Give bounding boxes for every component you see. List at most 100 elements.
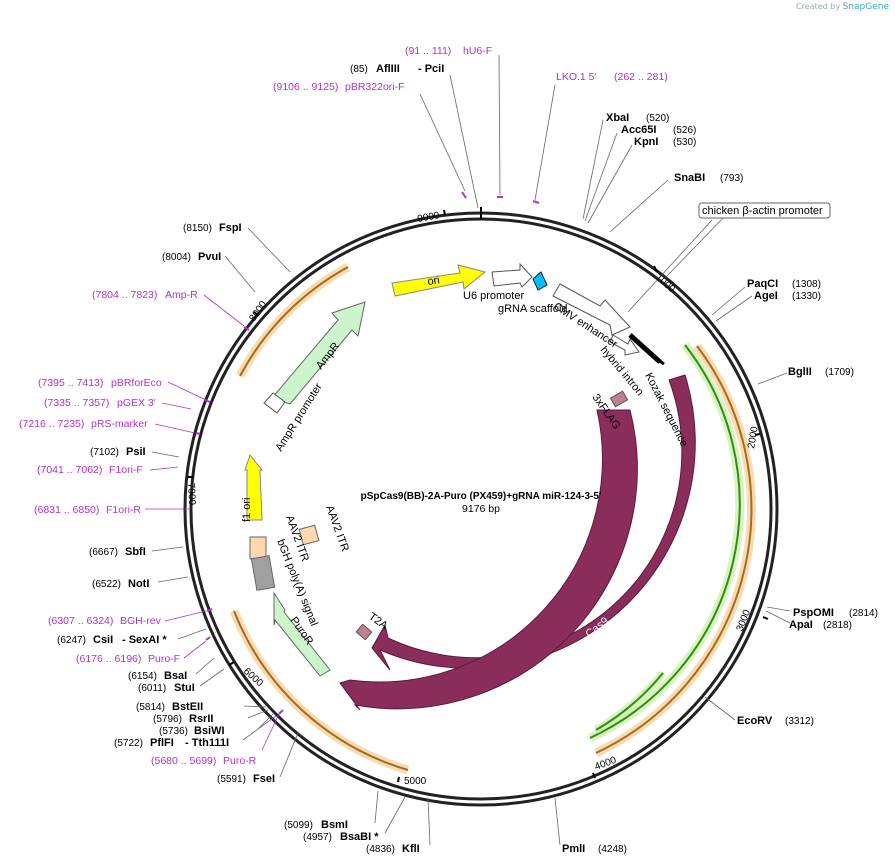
t2a-label: T2A [366,611,390,633]
cmv-enhancer-arrow [552,283,631,336]
site-pos-apaI: (2818) [823,620,852,631]
green-arc-outer [589,344,741,739]
site-pos-psiI: (7102) [90,447,119,458]
site-pos-pmlI: (4248) [598,844,627,855]
snapgene-logo-text: SnapGene [842,2,889,12]
site-pos-fseI: (5591) [217,774,246,785]
site-pos-snaBI: (793) [720,173,743,184]
primer-range-pbr322: (9106 .. 9125) [273,81,338,93]
site-leader-lines [151,54,791,846]
puror-arrow [273,591,331,677]
site-pos-pspOMI: (2814) [849,608,878,619]
primer-name-puro-r: Puro-R [223,755,257,767]
site-name-stuI: StuI [174,682,195,694]
primer-name-lko: LKO.1 5' [556,71,597,83]
site-name-ecoRV: EcoRV [737,715,773,727]
cas9-arrow-outer [339,409,638,711]
primer-tick-lko [532,200,540,204]
site-name-pflFI: PflFI [150,737,174,749]
site-pos-fspI: (8150) [183,223,212,234]
ampr-arrow [271,301,366,405]
site-pos-ecoRV: (3312) [785,716,814,727]
ori-arrow [391,264,487,297]
chicken-actin-label: chicken β-actin promoter [702,205,823,217]
site-name-ageI: AgeI [754,290,778,302]
site-pos-rsrII: (5796) [153,714,182,725]
primer-name-puro-f: Puro-F [148,653,180,665]
orange-arc-top [239,266,349,377]
primer-name-pgex: pGEX 3' [117,397,156,409]
aav2-itr-box-right [298,524,320,546]
site-name-psiI: PsiI [126,446,146,458]
site-suffix-pciI: - PciI [418,63,444,75]
site-pos-xbaI: (520) [646,113,669,124]
site-name-bsaBI: BsaBI * [340,831,379,843]
site-name-snaBI: SnaBI [674,172,705,184]
tick-8000: 8000 [247,299,269,324]
primer-range-prs: (7216 .. 7235) [19,418,84,430]
tick-7000: 7000 [185,483,197,506]
primer-range-puro-r: (5680 .. 5699) [151,755,216,767]
site-name-paqCI: PaqCI [747,278,778,290]
primer-tick-prs [195,432,201,435]
aav2-itr-label-right: AAV2 ITR [323,504,351,553]
f1-ori-arrow [244,453,264,521]
site-name-sbfI: SbfI [125,546,146,558]
primer-tick-puro-r [278,709,284,715]
site-name-pmlI: PmlI [562,843,585,855]
cas9-arrow-inner [371,374,696,671]
cas9-label-outer: Cas9 [620,653,646,680]
site-pos-bsaI: (6154) [128,671,157,682]
site-name-bsiWI: BsiWI [194,725,225,737]
site-suffix-sexAI: - SexAI * [122,634,167,646]
bgh-polya-box [250,555,276,591]
site-name-xbaI: XbaI [606,112,629,124]
site-pos-bsaBI: (4957) [303,832,332,843]
site-name-apaI: ApaI [789,619,813,631]
grna-scaffold-label: gRNA scaffold [498,303,568,315]
site-pos-ageI: (1330) [792,291,821,302]
primer-range-f1ori-f: (7041 .. 7062) [37,464,102,476]
primer-name-pbr322: pBR322ori-F [345,81,405,93]
site-pos-bsmI: (5099) [284,820,313,831]
green-arc-inner [595,672,664,731]
site-name-pspOMI: PspOMI [793,607,834,619]
primer-range-ampr: (7804 .. 7823) [92,289,157,301]
primer-range-bgh: (6307 .. 6324) [48,615,113,627]
site-pos-sbfI: (6667) [89,547,118,558]
site-name-csiI: CsiI [93,634,113,646]
primer-range-puro-f: (6176 .. 6196) [76,653,141,665]
t2a-box [355,623,373,641]
site-name-acc65I: Acc65I [621,124,656,136]
site-name-fseI: FseI [253,773,275,785]
primer-tick-pbr322 [461,191,467,199]
plasmid-name: pSpCas9(BB)-2A-Puro (PX459)+gRNA miR-124… [361,491,602,502]
site-name-bsaI: BsaI [164,670,187,682]
primer-name-pbrforeco: pBRforEco [111,377,162,389]
site-name-pvuI: PvuI [198,251,221,263]
primer-tick-bgh [206,608,213,612]
grna-scaffold-arrow [532,271,548,291]
created-by-text: Created by [796,2,841,11]
primer-range-hu6: (91 .. 111) [405,45,451,57]
snapgene-credit: Created by SnapGene [796,2,889,12]
kozak-bar [654,356,665,366]
primer-tick-ampr [243,326,250,331]
site-pos-paqCI: (1308) [792,279,821,290]
orange-arc-right [595,345,753,754]
u6-promoter-arrow [491,262,533,288]
primer-range-f1ori-r: (6831 .. 6850) [34,504,99,516]
primer-name-hu6: hU6-F [463,45,492,57]
site-name-fspI: FspI [219,222,242,234]
chicken-actin-label-box [698,202,831,219]
primer-name-f1ori-f: F1ori-F [109,464,143,476]
site-name-kflI: KflI [402,843,420,855]
primer-name-bgh: BGH-rev [120,615,162,627]
site-pos-kflI: (4836) [366,844,395,855]
f1-ori-label: f1 ori [241,498,253,522]
site-pos-bglII: (1709) [825,367,854,378]
primer-name-ampr: Amp-R [165,289,198,301]
primer-name-prs: pRS-marker [91,418,148,430]
primer-range-pbrforeco: (7395 .. 7413) [38,377,103,389]
